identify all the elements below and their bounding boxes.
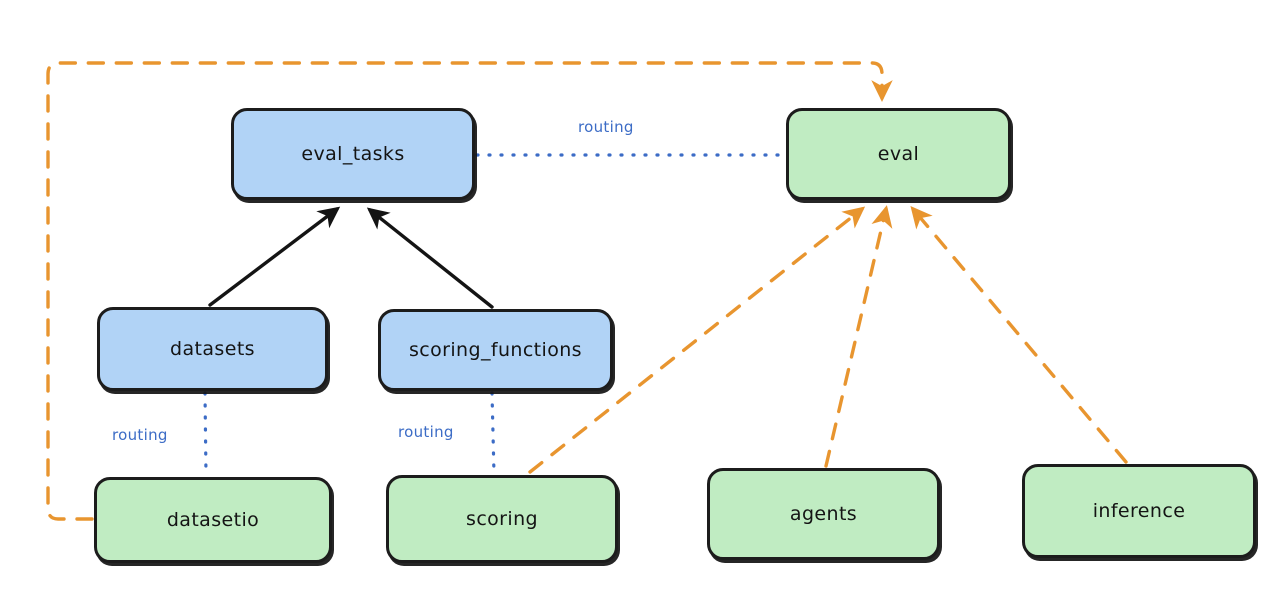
node-datasets[interactable]: datasets — [97, 307, 328, 391]
node-datasetio[interactable]: datasetio — [94, 477, 332, 563]
node-eval[interactable]: eval — [786, 108, 1011, 200]
edge-label-scoring-functions-routing: routing — [398, 423, 454, 441]
node-eval-tasks-label: eval_tasks — [301, 143, 405, 165]
node-datasets-label: datasets — [170, 338, 255, 360]
node-scoring-label: scoring — [466, 508, 538, 530]
edge-scoring-functions-to-eval-tasks — [366, 207, 494, 309]
edge-datasets-to-eval-tasks — [208, 206, 341, 307]
node-scoring-functions-label: scoring_functions — [409, 339, 582, 361]
node-inference-label: inference — [1092, 500, 1186, 522]
edge-inference-to-eval — [910, 205, 1128, 464]
node-inference[interactable]: inference — [1022, 464, 1256, 558]
node-agents-label: agents — [789, 503, 858, 525]
node-datasetio-label: datasetio — [166, 509, 260, 531]
node-agents[interactable]: agents — [707, 468, 940, 560]
edge-datasets-to-datasetio — [203, 391, 208, 477]
node-eval-tasks[interactable]: eval_tasks — [231, 108, 475, 200]
node-scoring[interactable]: scoring — [386, 475, 618, 563]
node-scoring-functions[interactable]: scoring_functions — [378, 309, 613, 391]
edge-scoring-functions-to-scoring — [490, 391, 496, 476]
node-eval-label: eval — [877, 143, 920, 165]
edge-label-eval-tasks-routing: routing — [578, 118, 634, 136]
edge-agents-to-eval — [824, 205, 893, 468]
edge-label-datasets-routing: routing — [112, 426, 168, 444]
